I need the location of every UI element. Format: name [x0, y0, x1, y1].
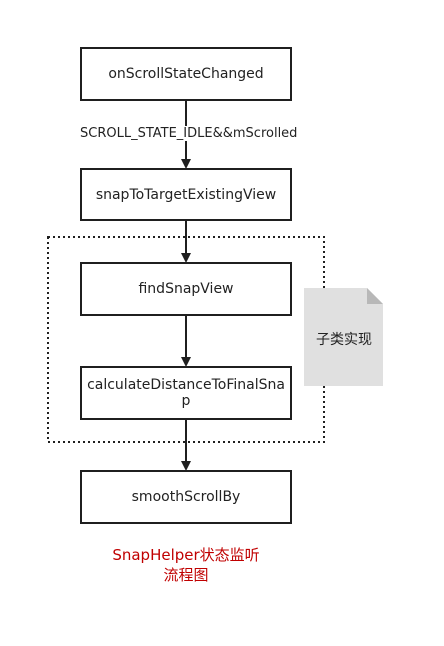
node-label-line1: calculateDistanceToFinalSna [87, 377, 285, 393]
node-snap-to-target-existing-view: snapToTargetExistingView [80, 168, 292, 221]
note-text: 子类实现 [316, 332, 372, 348]
node-calculate-distance-to-final-snap: calculateDistanceToFinalSna p [80, 366, 292, 420]
caption-line1: SnapHelper状态监听 [112, 546, 260, 564]
note-fold [367, 288, 383, 304]
node-label: snapToTargetExistingView [95, 186, 277, 203]
node-label: smoothScrollBy [131, 489, 241, 505]
node-label-line2: p [181, 393, 191, 409]
note-shape [304, 288, 383, 386]
node-on-scroll-state-changed: onScrollStateChanged [80, 47, 292, 101]
caption-line2: 流程图 [163, 566, 209, 584]
node-label: onScrollStateChanged [108, 66, 264, 82]
node-label: findSnapView [138, 281, 234, 297]
condition-label: SCROLL_STATE_IDLE&&mScrolled [78, 126, 300, 141]
node-smooth-scroll-by: smoothScrollBy [80, 470, 292, 524]
node-find-snap-view: findSnapView [80, 262, 292, 316]
